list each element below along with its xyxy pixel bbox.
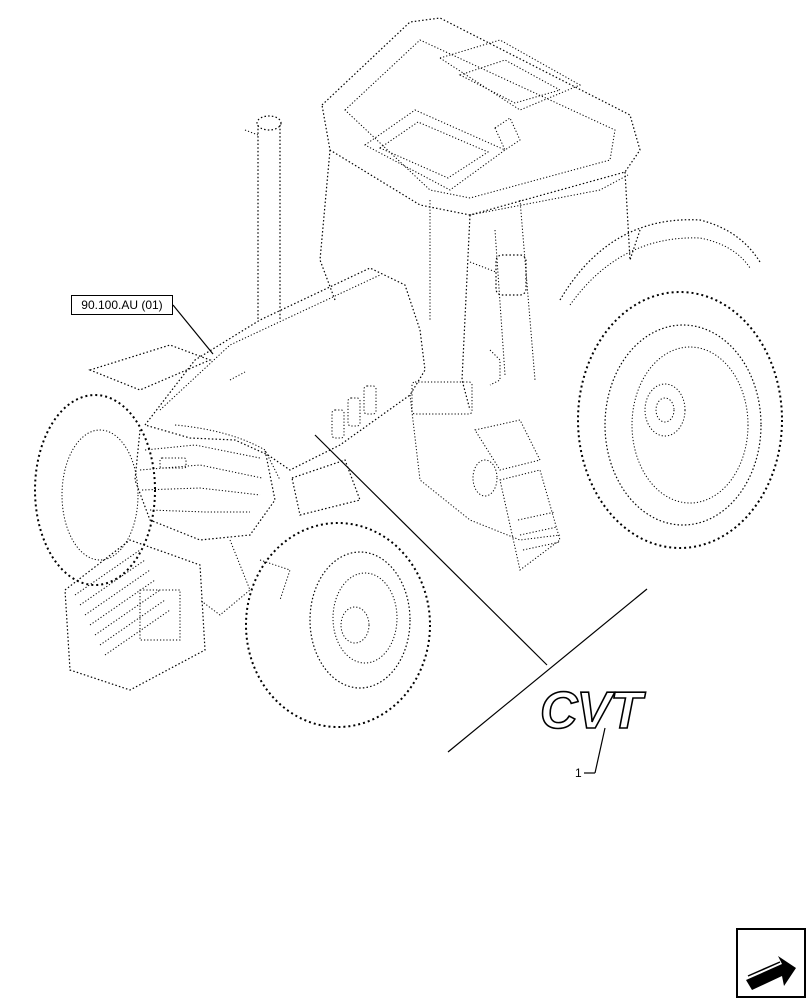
rear-wheel [577, 291, 783, 549]
cab-body [319, 149, 641, 411]
reference-label[interactable]: 90.100.AU (01) [71, 295, 173, 315]
callout-number: 1 [575, 766, 582, 780]
exhaust-stack [244, 115, 282, 320]
front-grille [134, 429, 276, 541]
chassis [199, 381, 561, 616]
front-weights [64, 539, 206, 691]
rear-fender [559, 219, 761, 306]
front-wheel-right [245, 459, 431, 728]
front-wheel-left [34, 344, 212, 586]
next-page-arrow-icon[interactable] [736, 928, 806, 998]
hood [143, 267, 426, 481]
callout-leaders [172, 304, 648, 774]
cvt-decal: CVT [539, 681, 648, 741]
cvt-decal-text: CVT [540, 682, 646, 740]
cab-roof [321, 17, 641, 216]
